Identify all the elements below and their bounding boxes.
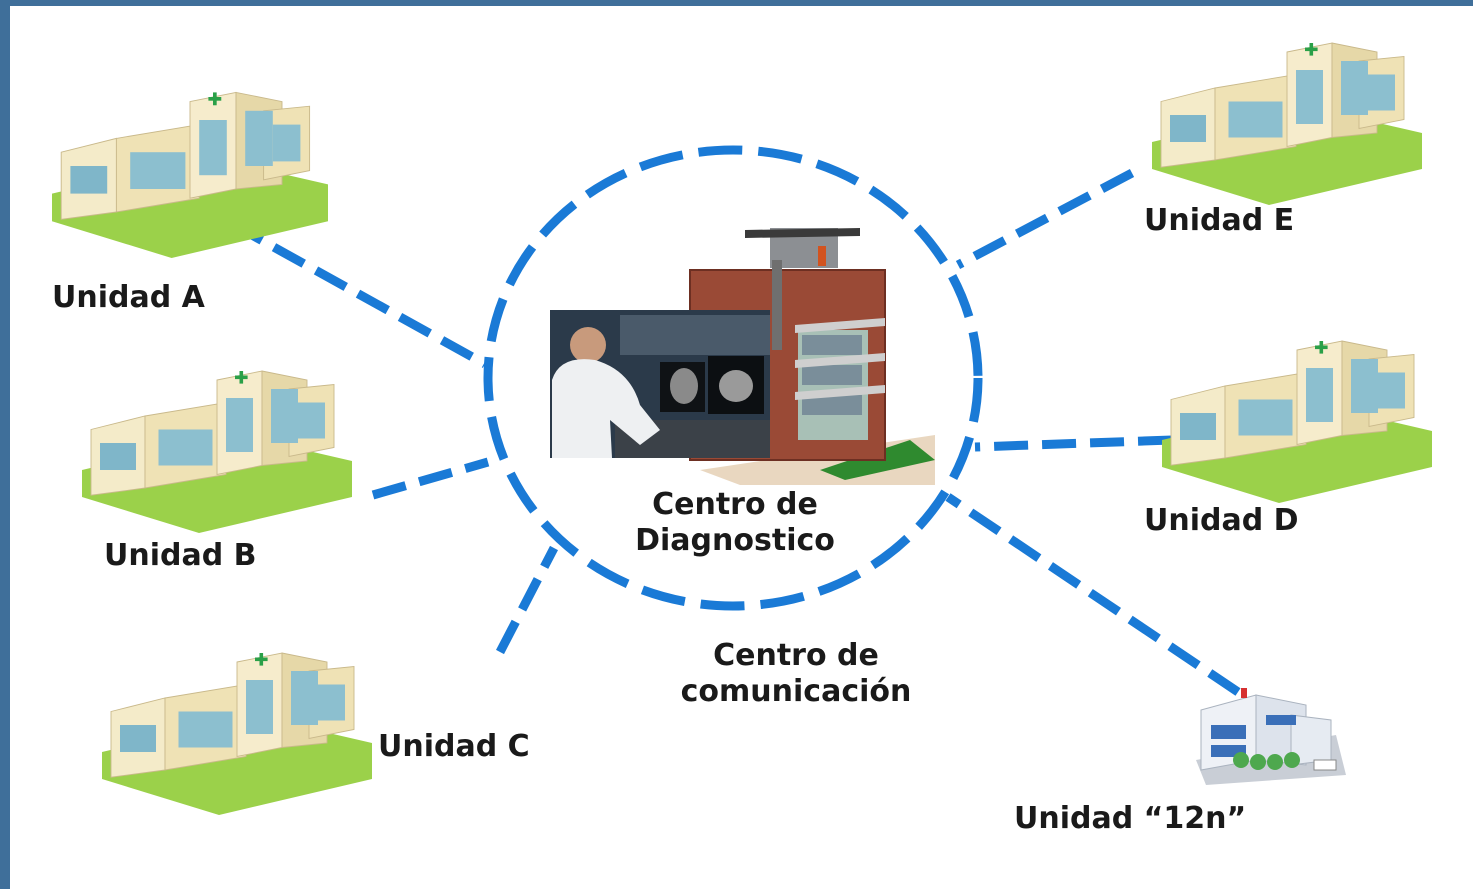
- hospital-building-icon-d: [1161, 340, 1433, 504]
- hospital-building-icon-c: [101, 652, 373, 816]
- link-unidad-a: [229, 220, 488, 368]
- link-unidad-c: [496, 545, 558, 655]
- hospital-building-icon-a: [51, 91, 329, 259]
- connection-links: [229, 169, 1241, 696]
- communication-center-label: Centro de comunicación: [666, 638, 926, 710]
- hospital-building-icon-b: [81, 370, 353, 534]
- link-unidad-b: [371, 457, 490, 500]
- diagnostic-center-label: Centro de Diagnostico: [620, 487, 850, 559]
- diagnostic-center-label-line1: Centro de: [652, 487, 818, 522]
- unidad-e-label: Unidad E: [1144, 203, 1295, 238]
- communication-center-label-line1: Centro de: [713, 638, 879, 673]
- unidad-12n-label: Unidad “12n”: [1014, 801, 1247, 836]
- unidad-a-label: Unidad A: [52, 280, 205, 315]
- unidad-d-label: Unidad D: [1144, 503, 1299, 538]
- unidad-c-label: Unidad C: [378, 729, 530, 764]
- link-unidad-e: [955, 169, 1135, 269]
- communication-ring: [483, 145, 983, 611]
- diagnostic-workstation-image: [550, 310, 770, 458]
- link-unidad-d: [974, 435, 1173, 452]
- diagnostic-center-label-line2: Diagnostico: [635, 523, 835, 558]
- clinic-building-icon: [1195, 687, 1347, 786]
- unidad-b-label: Unidad B: [104, 538, 257, 573]
- communication-center-label-line2: comunicación: [680, 674, 912, 709]
- hospital-building-icon-e: [1151, 42, 1423, 206]
- link-unidad-n: [945, 493, 1241, 696]
